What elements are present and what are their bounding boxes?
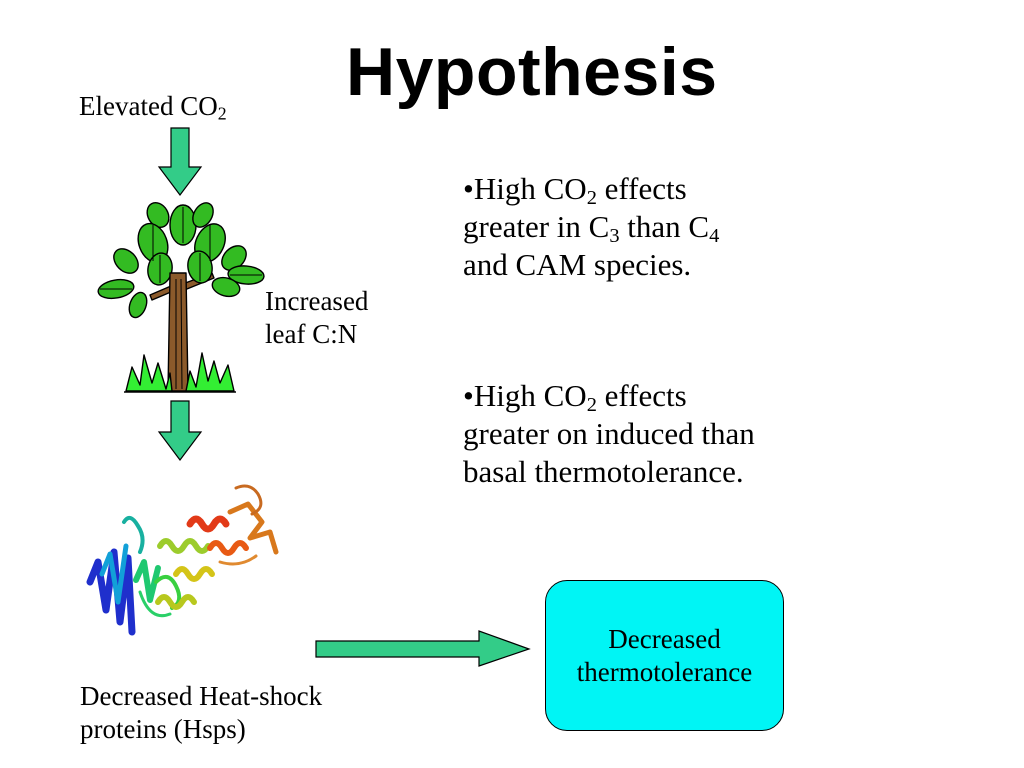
bullet-line: •High CO2 effects [463,170,863,208]
leaf-cn-line1: Increased [265,286,369,316]
bullet-subscript: 4 [709,224,720,247]
outcome-box: Decreased thermotolerance [545,580,784,731]
bullet-line: and CAM species. [463,246,692,282]
slide-title: Hypothesis [346,34,718,110]
elevated-co2-text: Elevated CO [79,91,218,121]
bullet-text: than C [619,208,710,244]
outcome-line2: thermotolerance [576,656,753,687]
leaf-cn-label: Increased leaf C:N [265,285,415,351]
bullet-text: High CO [473,378,587,413]
bullet-subscript: 3 [609,224,620,247]
bullet-point: •High CO2 effects greater in C3 than C4 … [463,170,863,283]
bullet-line: greater on induced than [463,415,755,451]
down-arrow-icon [157,400,203,461]
bullet-line: greater in C3 than C4 [463,208,863,246]
leaf-cn-line2: leaf C:N [265,318,358,349]
right-arrow-icon [315,630,531,667]
down-arrow-icon [157,127,203,196]
elevated-co2-subscript: 2 [217,103,227,124]
bullet-text: High CO [473,171,587,206]
hsp-line1: Decreased Heat-shock [80,681,323,711]
hsp-line2: proteins (Hsps) [80,713,246,744]
bullet-line: •High CO2 effects [463,377,863,415]
bullet-text: effects [596,171,687,206]
bullet-text: effects [596,378,687,413]
outcome-line1: Decreased [608,623,721,654]
hsp-label: Decreased Heat-shock proteins (Hsps) [80,680,400,746]
bullet-mark: • [463,378,474,413]
bullet-text: greater in C [463,208,610,244]
bullet-line: basal thermotolerance. [463,453,744,489]
bullet-subscript: 2 [586,187,597,210]
bullet-subscript: 2 [586,394,597,417]
bullet-point: •High CO2 effects greater on induced tha… [463,377,863,490]
protein-structure-icon [86,484,279,636]
elevated-co2-label: Elevated CO2 [79,90,227,123]
tree-icon [97,201,265,393]
bullet-mark: • [463,171,474,206]
